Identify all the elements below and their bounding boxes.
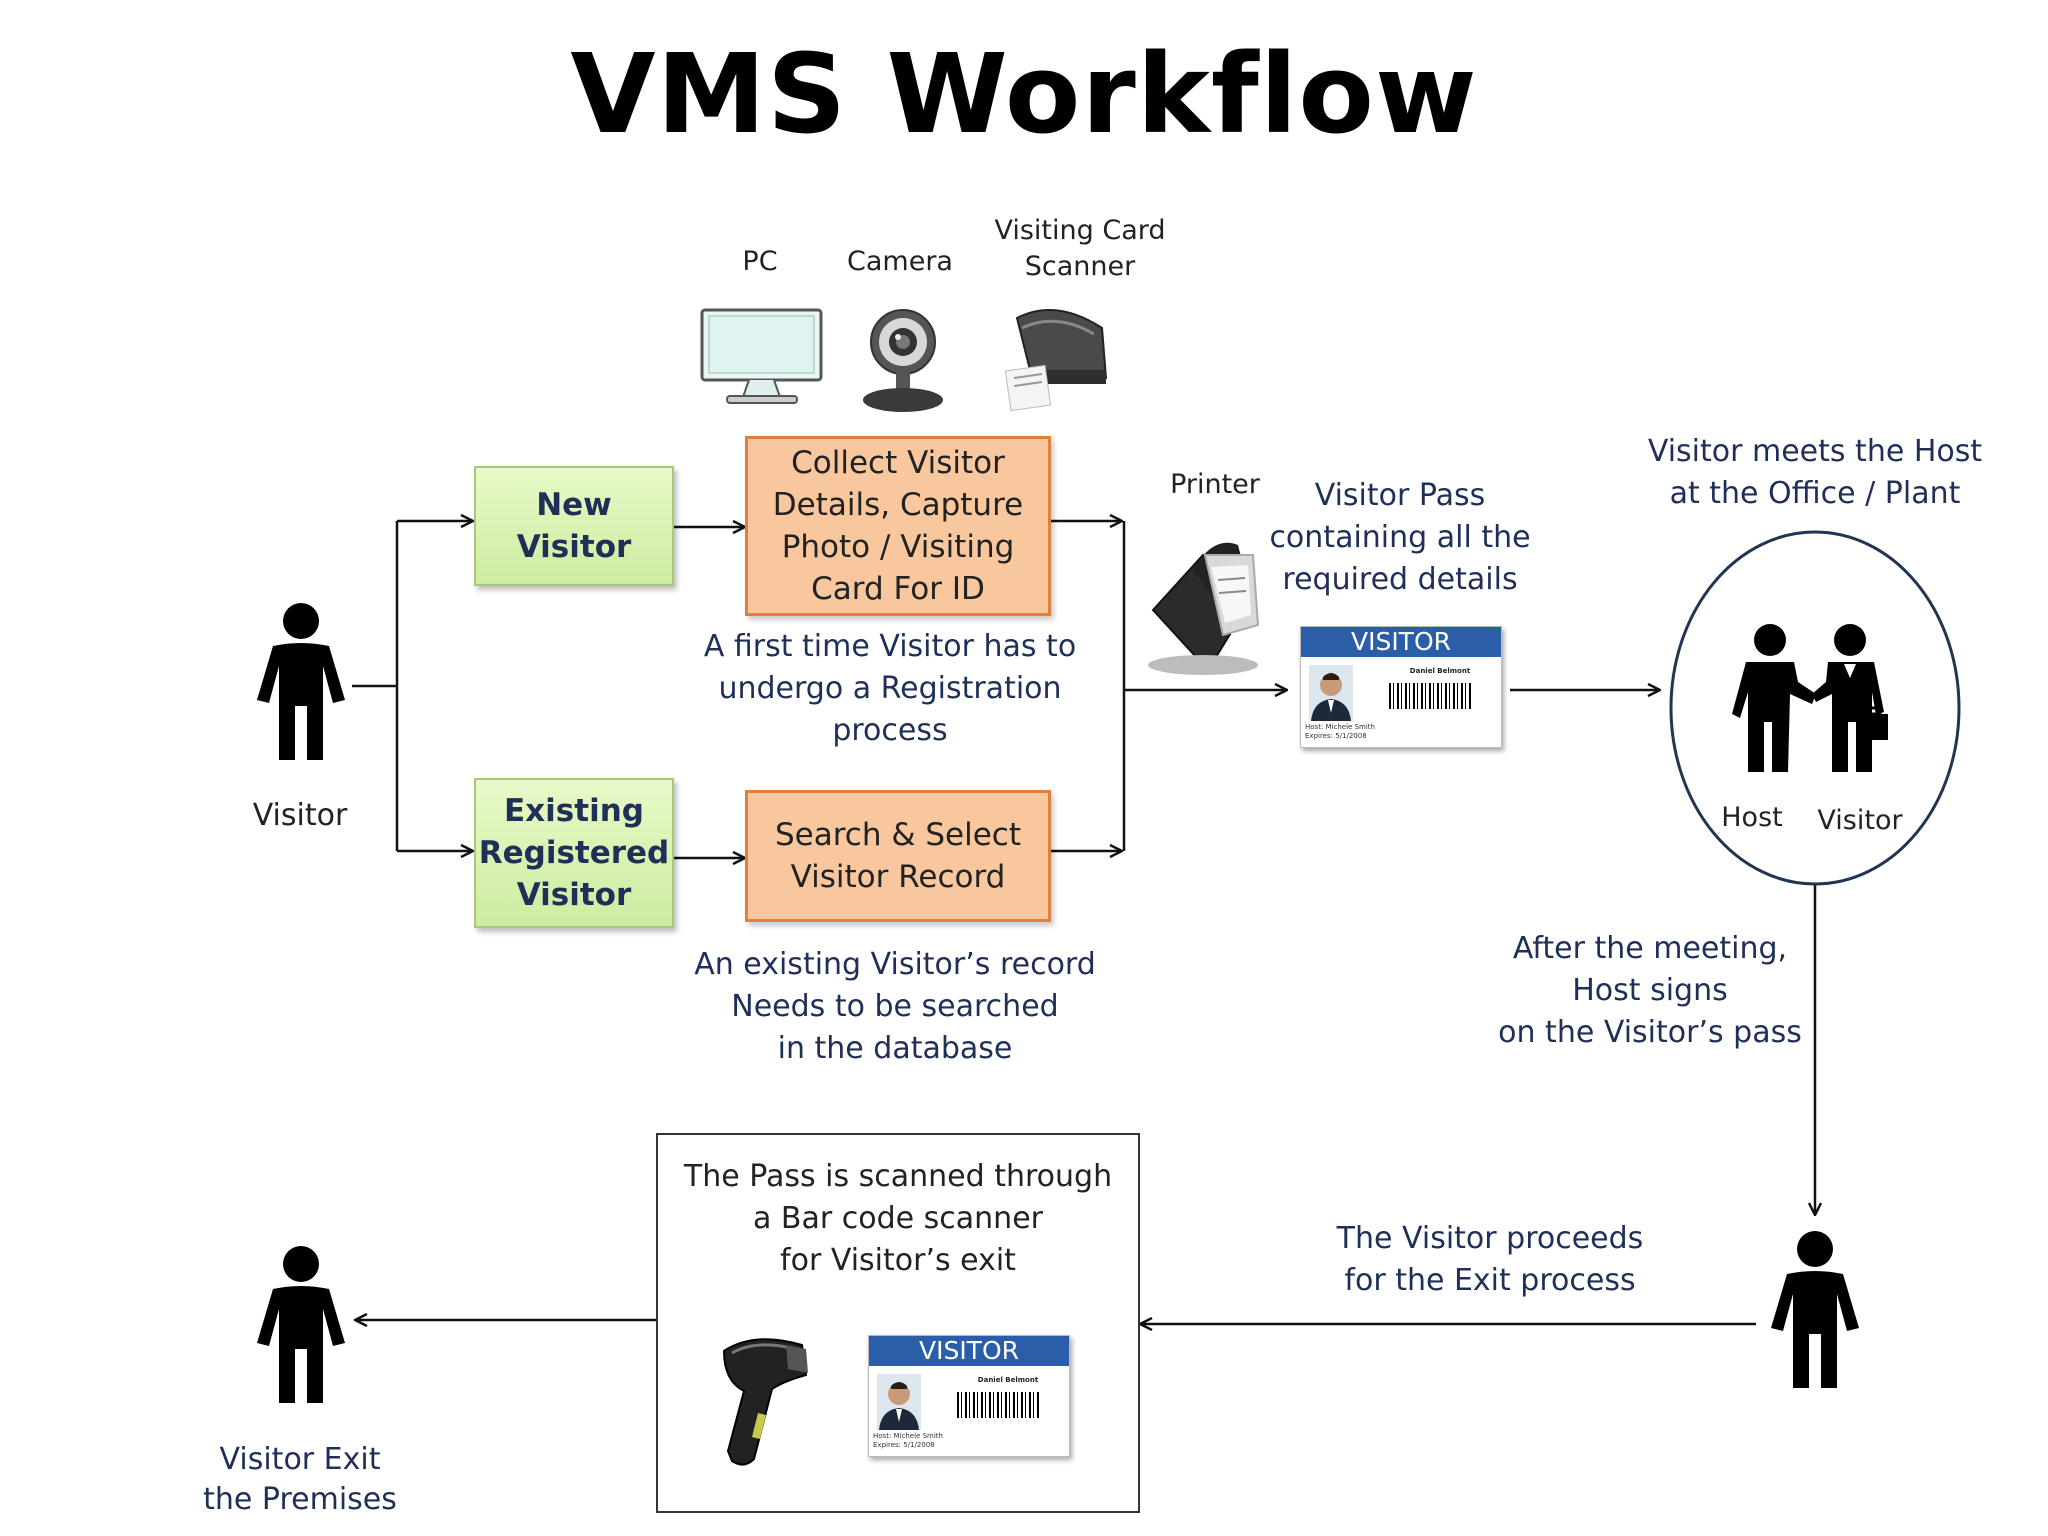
sign-note: After the meeting, Host signs on the Vis… bbox=[1498, 931, 1802, 1050]
printer-icon bbox=[1133, 515, 1263, 680]
card-scanner-icon bbox=[1002, 298, 1110, 413]
visitor-card-name: Daniel Belmont bbox=[1409, 667, 1471, 675]
existing-note: An existing Visitor’s record Needs to be… bbox=[694, 947, 1096, 1066]
page-title: VMS Workflow bbox=[570, 30, 1478, 158]
handshake-icon bbox=[1732, 622, 1892, 772]
pass-note: Visitor Pass containing all the required… bbox=[1269, 478, 1531, 597]
visitor-pass-card: VISITOR Daniel Belmont Host: Michele Smi… bbox=[1300, 626, 1502, 748]
registration-note: A first time Visitor has to undergo a Re… bbox=[703, 629, 1077, 748]
printer-label: Printer bbox=[1170, 469, 1260, 500]
barcode-scanner-icon bbox=[714, 1331, 814, 1471]
host-label: Host bbox=[1721, 802, 1783, 833]
meet-note: Visitor meets the Host at the Office / P… bbox=[1647, 434, 1983, 511]
camera-label: Camera bbox=[847, 246, 953, 277]
pc-icon bbox=[699, 307, 824, 407]
collect-details-box: Collect Visitor Details, Capture Photo /… bbox=[745, 436, 1051, 616]
visitor-person-icon bbox=[255, 602, 347, 760]
exit-visitor-pass-card: VISITOR Daniel Belmont Host: Michele Smi… bbox=[868, 1335, 1070, 1457]
visitor-card-meta: Host: Michele Smith Expires: 5/1/2008 bbox=[1305, 723, 1375, 740]
existing-visitor-box: Existing Registered Visitor bbox=[474, 778, 674, 928]
exiting-visitor-icon bbox=[1769, 1230, 1861, 1388]
exit-scan-box: The Pass is scanned through a Bar code s… bbox=[656, 1133, 1140, 1513]
exit-visitor-photo-icon bbox=[877, 1374, 921, 1430]
exit-card-name: Daniel Belmont bbox=[977, 1376, 1039, 1384]
search-record-box: Search & Select Visitor Record bbox=[745, 790, 1051, 922]
exit-card-header: VISITOR bbox=[869, 1336, 1069, 1366]
exit-proceed-note: The Visitor proceeds for the Exit proces… bbox=[1336, 1221, 1644, 1298]
meeting-ellipse bbox=[1669, 530, 1961, 886]
scan-note: The Pass is scanned through a Bar code s… bbox=[683, 1159, 1113, 1278]
exited-visitor-icon bbox=[255, 1245, 347, 1403]
visitor-photo-icon bbox=[1309, 665, 1353, 721]
exit-card-barcode bbox=[957, 1392, 1041, 1418]
new-visitor-box: New Visitor bbox=[474, 466, 674, 586]
visitor-card-barcode bbox=[1389, 683, 1473, 709]
visitor-label: Visitor bbox=[252, 798, 348, 833]
visitor-card-header: VISITOR bbox=[1301, 627, 1501, 657]
pc-label: PC bbox=[742, 246, 778, 277]
exit-card-meta: Host: Michele Smith Expires: 5/1/2008 bbox=[873, 1432, 943, 1449]
meet-visitor-label: Visitor bbox=[1817, 805, 1903, 836]
card-scanner-label: Visiting Card Scanner bbox=[994, 215, 1166, 282]
exit-label: Visitor Exit the Premises bbox=[203, 1442, 397, 1517]
camera-icon bbox=[861, 300, 945, 415]
